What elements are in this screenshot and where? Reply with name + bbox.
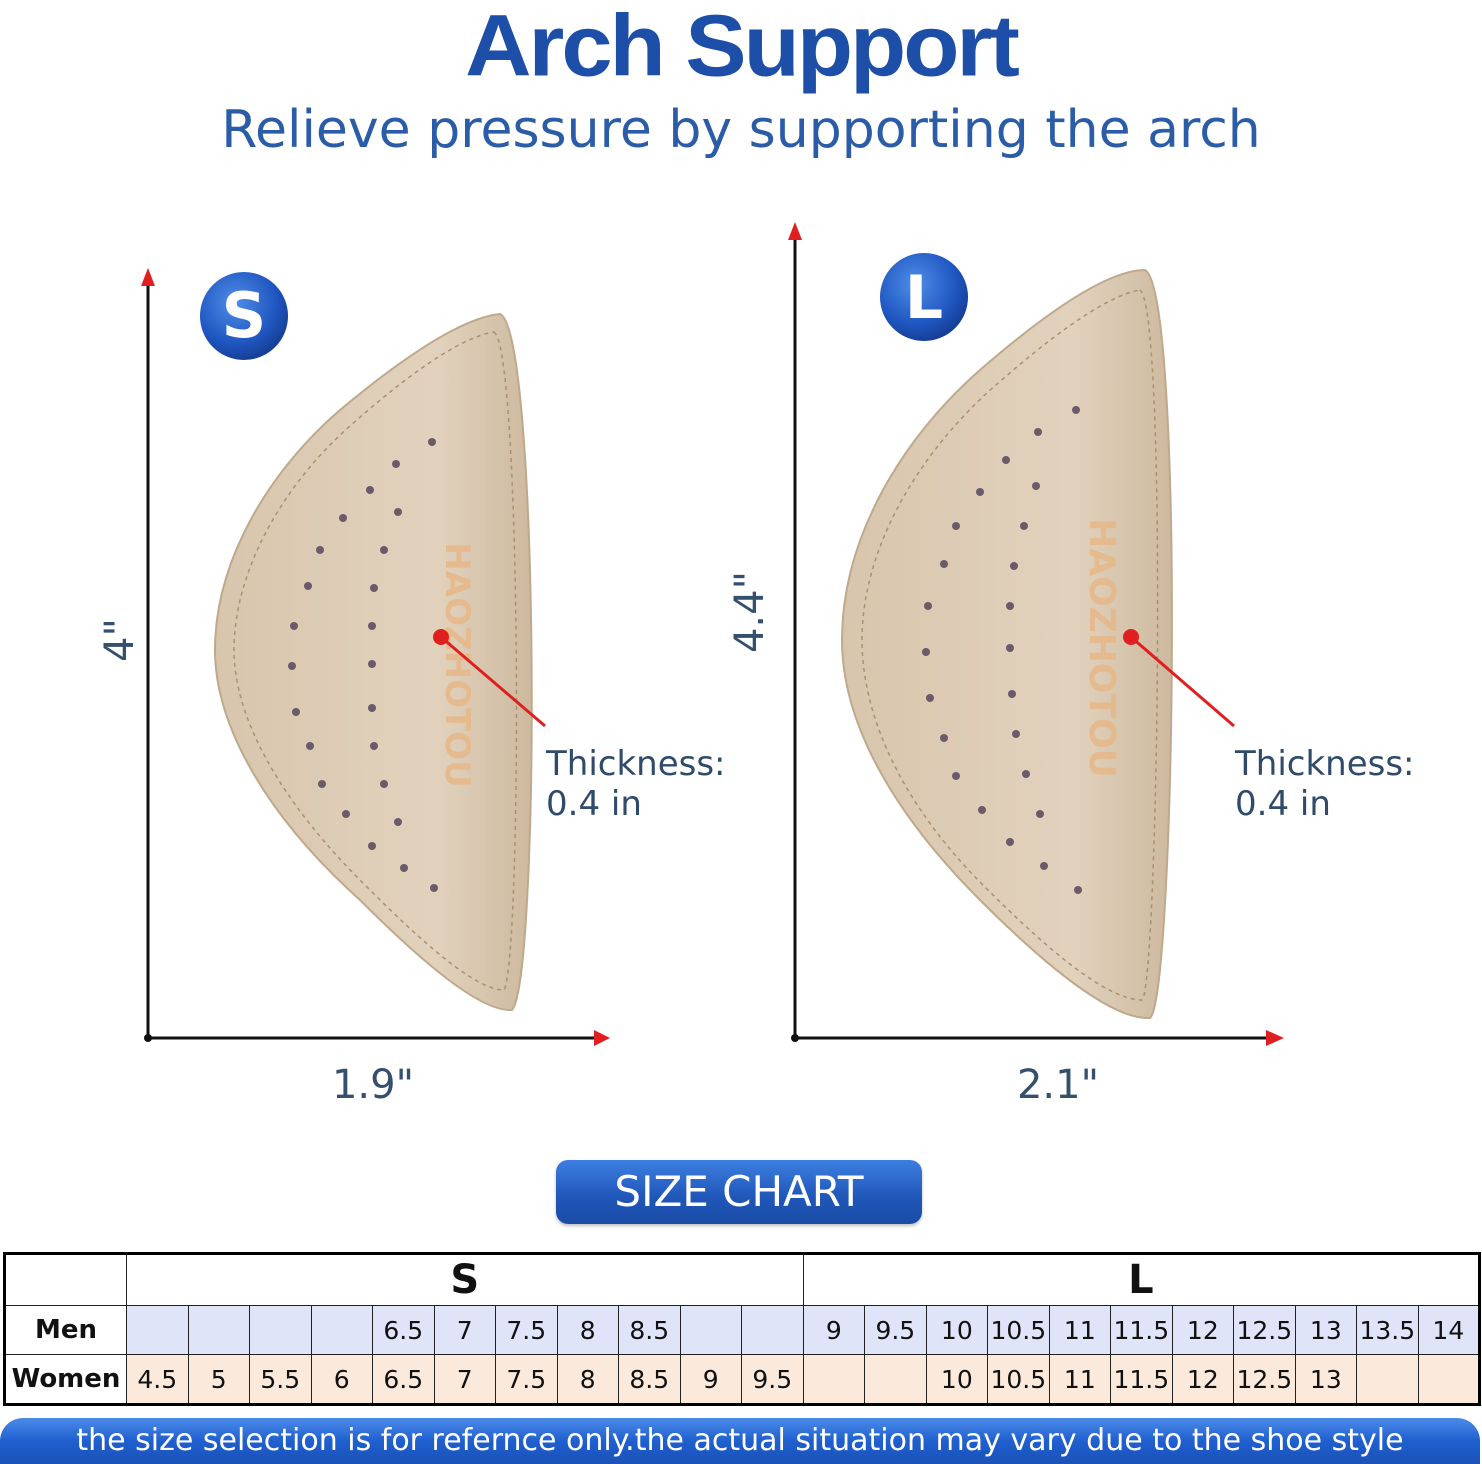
size-group-header-row: S L xyxy=(4,1253,1481,1306)
perforation-holes xyxy=(288,438,438,892)
small-height-label: 4" xyxy=(97,618,143,662)
size-chart-button[interactable]: SIZE CHART xyxy=(556,1160,922,1224)
men-size-cell: 8 xyxy=(556,1305,619,1355)
thickness-value: 0.4 in xyxy=(1235,784,1331,824)
men-size-cell: 10 xyxy=(925,1305,989,1355)
men-size-cell: 13.5 xyxy=(1356,1305,1419,1355)
women-size-cell: 11.5 xyxy=(1110,1354,1173,1405)
men-size-cell: 12.5 xyxy=(1233,1305,1296,1355)
thickness-label: Thickness: xyxy=(546,744,726,784)
women-size-cell xyxy=(802,1354,866,1405)
large-insert-group: HAOZHOTOU L 4.4" 2.1" xyxy=(727,222,1284,1108)
women-row-label: Women xyxy=(4,1354,127,1405)
size-s-column-header: S xyxy=(126,1253,804,1306)
size-l-column-header: L xyxy=(802,1253,1481,1306)
women-size-cell: 7 xyxy=(433,1354,496,1405)
page-title: Arch Support xyxy=(465,0,1020,95)
product-illustration: HAOZHOTOU S 4" 1.9" HAOZHOTOU L xyxy=(97,222,1284,1108)
size-l-badge-label: L xyxy=(905,263,943,333)
women-size-cell: 7.5 xyxy=(495,1354,558,1405)
size-disclaimer-banner: the size selection is for refernce only.… xyxy=(0,1418,1480,1464)
perforation-holes xyxy=(922,406,1082,894)
large-thickness-callout: Thickness: 0.4 in xyxy=(1235,744,1415,824)
women-size-cell: 12.5 xyxy=(1233,1354,1296,1405)
women-size-cell: 6.5 xyxy=(372,1354,435,1405)
men-size-cell: 14 xyxy=(1417,1305,1481,1355)
men-size-cell xyxy=(249,1305,312,1355)
men-size-cell: 12 xyxy=(1171,1305,1235,1355)
size-s-badge xyxy=(198,270,290,362)
women-size-cell xyxy=(1356,1354,1419,1405)
women-size-cell: 8.5 xyxy=(618,1354,681,1405)
women-size-cell: 5 xyxy=(187,1354,250,1405)
women-size-cell: 10.5 xyxy=(987,1354,1050,1405)
men-size-cell: 10.5 xyxy=(987,1305,1050,1355)
women-size-cell: 12 xyxy=(1171,1354,1235,1405)
small-insert-group: HAOZHOTOU S 4" 1.9" xyxy=(97,268,610,1108)
men-size-cell: 13 xyxy=(1294,1305,1358,1355)
women-size-cell: 13 xyxy=(1294,1354,1358,1405)
small-width-label: 1.9" xyxy=(332,1062,414,1108)
brand-logo: HAOZHOTOU xyxy=(1081,518,1122,778)
men-size-cell: 11.5 xyxy=(1110,1305,1173,1355)
men-size-cell: 6.5 xyxy=(372,1305,435,1355)
men-row-label: Men xyxy=(4,1305,127,1355)
arrow-right-icon xyxy=(1266,1030,1284,1046)
small-thickness-callout: Thickness: 0.4 in xyxy=(546,744,726,824)
size-l-badge xyxy=(878,251,970,343)
men-size-cell xyxy=(187,1305,250,1355)
men-size-cell: 7.5 xyxy=(495,1305,558,1355)
women-size-cell: 11 xyxy=(1048,1354,1112,1405)
women-size-cell: 9.5 xyxy=(741,1354,804,1405)
men-size-cell: 9 xyxy=(802,1305,866,1355)
size-s-badge-label: S xyxy=(222,279,267,352)
women-size-cell: 4.5 xyxy=(126,1354,189,1405)
large-height-label: 4.4" xyxy=(727,571,773,653)
men-size-cell: 11 xyxy=(1048,1305,1112,1355)
men-size-cell: 7 xyxy=(433,1305,496,1355)
men-size-cell: 9.5 xyxy=(864,1305,927,1355)
arrow-up-icon xyxy=(141,268,155,286)
women-size-cell xyxy=(864,1354,927,1405)
women-size-cell xyxy=(1417,1354,1481,1405)
women-size-cell: 9 xyxy=(679,1354,742,1405)
brand-logo: HAOZHOTOU xyxy=(437,542,477,787)
large-arch-insert xyxy=(840,268,1173,1020)
women-size-cell: 10 xyxy=(925,1354,989,1405)
arrow-right-icon xyxy=(594,1030,610,1046)
table-corner xyxy=(4,1253,127,1306)
arrow-up-icon xyxy=(788,222,802,240)
men-size-cell xyxy=(310,1305,373,1355)
women-size-cell: 6 xyxy=(310,1354,373,1405)
men-size-cell xyxy=(126,1305,189,1355)
women-size-cell: 8 xyxy=(556,1354,619,1405)
large-width-label: 2.1" xyxy=(1017,1062,1099,1108)
men-size-cell xyxy=(741,1305,804,1355)
men-size-cell xyxy=(679,1305,742,1355)
page-subtitle: Relieve pressure by supporting the arch xyxy=(221,100,1261,160)
men-size-cell: 8.5 xyxy=(618,1305,681,1355)
women-size-cell: 5.5 xyxy=(249,1354,312,1405)
thickness-value: 0.4 in xyxy=(546,784,642,824)
thickness-label: Thickness: xyxy=(1235,744,1415,784)
